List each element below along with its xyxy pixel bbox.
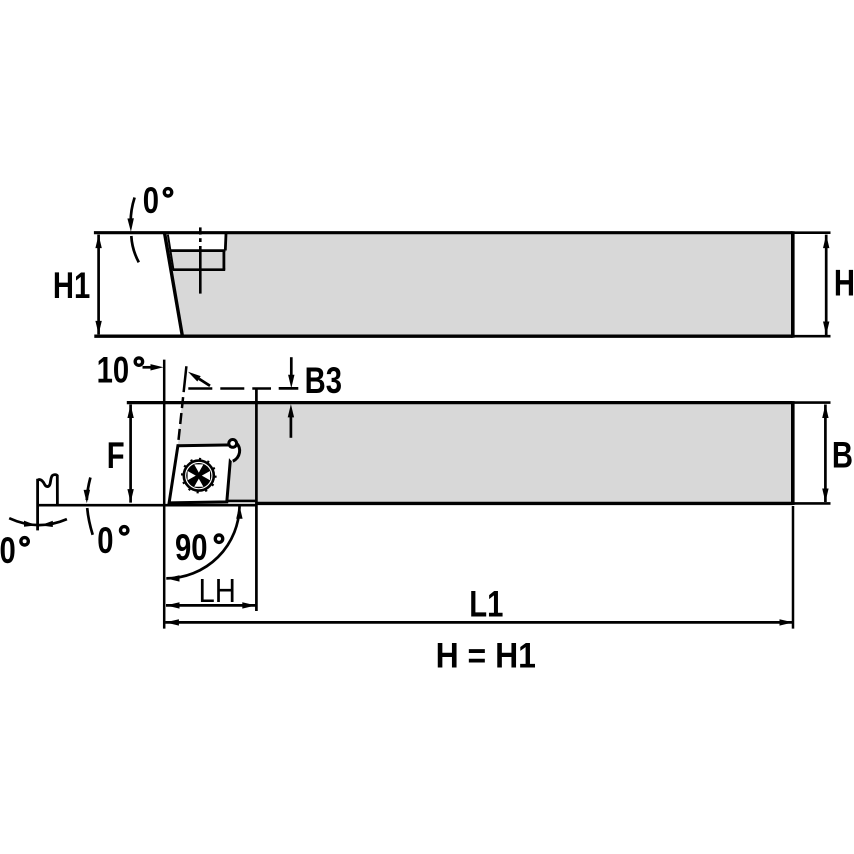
svg-text:H: H bbox=[834, 263, 854, 304]
svg-text:B3: B3 bbox=[305, 361, 342, 402]
svg-text:10: 10 bbox=[97, 350, 130, 391]
svg-text:0: 0 bbox=[97, 521, 113, 562]
svg-text:LH: LH bbox=[199, 572, 236, 609]
svg-text:0: 0 bbox=[143, 181, 159, 222]
svg-text:H = H1: H = H1 bbox=[436, 636, 536, 676]
svg-text:0: 0 bbox=[0, 531, 16, 572]
svg-text:B: B bbox=[832, 435, 853, 476]
svg-text:F: F bbox=[107, 436, 125, 477]
svg-text:H1: H1 bbox=[53, 265, 90, 306]
svg-text:90: 90 bbox=[175, 528, 208, 569]
svg-text:L1: L1 bbox=[469, 584, 503, 625]
